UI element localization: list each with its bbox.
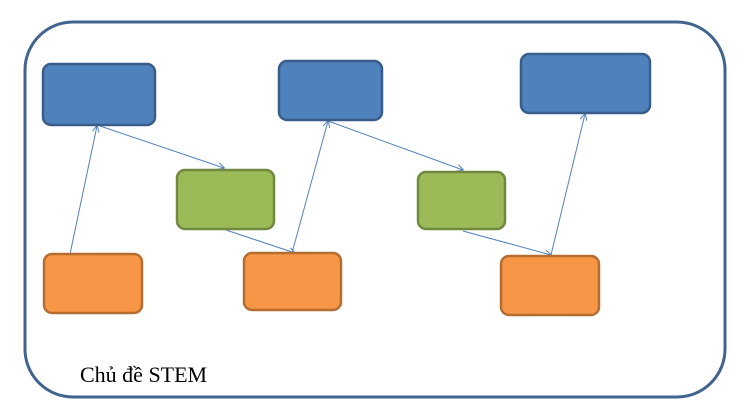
- orange-box-2: [242, 251, 343, 312]
- connectors: [69, 114, 585, 256]
- green-box-1: [175, 168, 276, 231]
- blue-box-1: [41, 62, 157, 127]
- arrow-orange2-to-blue2: [291, 121, 328, 254]
- orange-box-1: [42, 252, 144, 315]
- green-box-2: [416, 170, 507, 231]
- arrow-green1-to-orange2: [225, 229, 295, 253]
- arrow-blue2-to-green2: [327, 120, 463, 170]
- blue-box-3: [519, 52, 652, 115]
- arrow-green2-to-orange3: [462, 230, 551, 255]
- blue-box-2: [277, 59, 384, 122]
- arrow-blue1-to-green1: [99, 125, 224, 168]
- arrow-orange1-to-blue1: [69, 126, 97, 255]
- orange-box-3: [499, 254, 601, 317]
- diagram-caption: Chủ đề STEM: [80, 362, 208, 387]
- arrow-orange3-to-blue3: [550, 114, 585, 256]
